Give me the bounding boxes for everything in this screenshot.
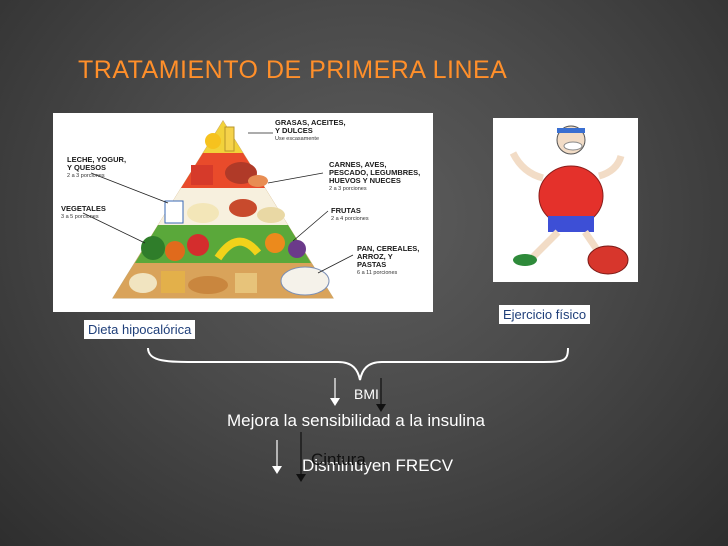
pyramid-label-sub: 6 a 11 porciones	[357, 270, 398, 276]
slide-title: TRATAMIENTO DE PRIMERA LINEA	[78, 56, 508, 84]
food-pyramid-image: GRASAS, ACEITES, Y DULCES Use escasament…	[53, 113, 433, 312]
pyramid-label-sub: 2 a 3 porciones	[67, 173, 105, 179]
pyramid-label-fats: GRASAS, ACEITES, Y DULCES Use escasament…	[275, 119, 346, 143]
bmi-label: BMI	[354, 386, 379, 402]
pyramid-label-dairy: LECHE, YOGUR, Y QUESOS 2 a 3 porciones	[67, 156, 126, 180]
pyramid-label-title: LECHE, YOGUR,	[67, 155, 127, 164]
pyramid-label-title3: HUEVOS Y NUECES	[329, 176, 401, 185]
pyramid-label-title: GRASAS, ACEITES,	[275, 118, 346, 127]
pyramid-label-title2: PESCADO, LEGUMBRES,	[329, 168, 421, 177]
pyramid-label-title3: PASTAS	[357, 260, 387, 269]
runner-illustration	[509, 125, 629, 275]
pyramid-label-fruits: FRUTAS 2 a 4 porciones	[331, 207, 369, 223]
pyramid-label-bread: PAN, CEREALES, ARROZ, Y PASTAS 6 a 11 po…	[357, 245, 419, 277]
pyramid-label-title: CARNES, AVES,	[329, 160, 387, 169]
pyramid-label-title: VEGETALES	[61, 204, 106, 213]
pyramid-label-title2: Y QUESOS	[67, 163, 107, 172]
arrow-down-icon	[330, 378, 340, 406]
pyramid-label-title: PAN, CEREALES,	[357, 244, 420, 253]
pyramid-label-sub: 3 a 5 porciones	[61, 214, 99, 220]
arrow-down-icon	[272, 440, 282, 474]
runner-image	[493, 118, 638, 282]
result-insulin-text: Mejora la sensibilidad a la insulina	[227, 411, 485, 430]
pyramid-label-title2: Y DULCES	[275, 126, 313, 135]
pyramid-label-sub: 2 a 3 porciones	[329, 186, 367, 192]
pyramid-label-sub: Use escasamente	[275, 136, 320, 142]
curly-brace	[147, 347, 569, 381]
cintura-label: Cintura	[311, 450, 366, 469]
arrow-down-icon	[376, 378, 386, 412]
diet-caption: Dieta hipocalórica	[84, 320, 196, 339]
pyramid-label-vegetables: VEGETALES 3 a 5 porciones	[61, 205, 106, 221]
pyramid-label-title: FRUTAS	[331, 206, 361, 215]
result-frecv-text: Disminuyen FRECV	[302, 456, 454, 475]
pyramid-label-meat: CARNES, AVES, PESCADO, LEGUMBRES, HUEVOS…	[329, 161, 420, 193]
pyramid-label-title2: ARROZ, Y	[357, 252, 393, 261]
food-pyramid-illustration	[82, 120, 354, 299]
pyramid-label-sub: 2 a 4 porciones	[331, 216, 369, 222]
exercise-caption: Ejercicio físico	[499, 305, 591, 324]
arrow-down-icon	[296, 432, 306, 482]
